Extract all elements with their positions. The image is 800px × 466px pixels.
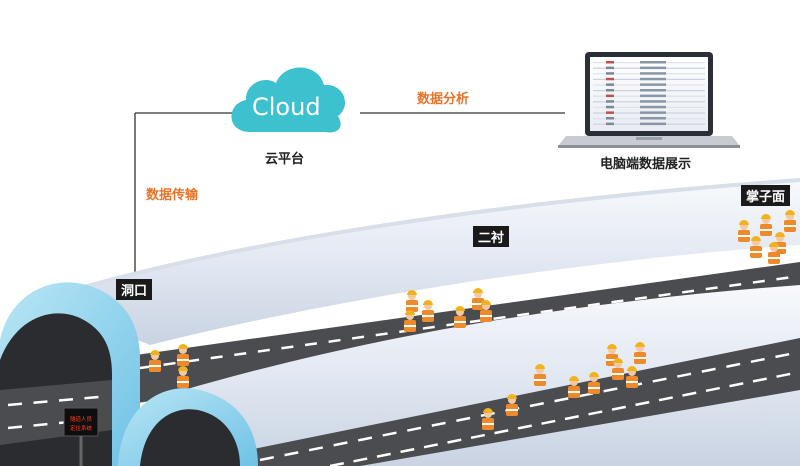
cloud-platform-label: 云平台 (265, 152, 305, 167)
tunnel-portal-left (0, 282, 140, 466)
lower-tunnel (140, 285, 800, 466)
marker-entrance: 洞口 (116, 279, 153, 300)
marker-face: 掌子面 (741, 185, 791, 206)
link-label-transmission: 数据传输 (146, 188, 199, 203)
laptop-icon (558, 52, 740, 148)
marker-village: 二衬 (473, 226, 510, 247)
connector-lines (134, 112, 565, 276)
tunnel-portal-lower (118, 388, 258, 466)
led-sign: 隧道人员 定位系统 (63, 407, 99, 466)
link-label-analysis: 数据分析 (417, 92, 470, 107)
cloud-text: Cloud (252, 93, 321, 121)
cloud-icon (231, 67, 346, 133)
led-sign-line1: 隧道人员 (70, 415, 93, 423)
led-sign-line2: 定位系统 (70, 424, 93, 432)
laptop-label: 电脑端数据展示 (600, 157, 692, 172)
worker-group (149, 210, 796, 430)
